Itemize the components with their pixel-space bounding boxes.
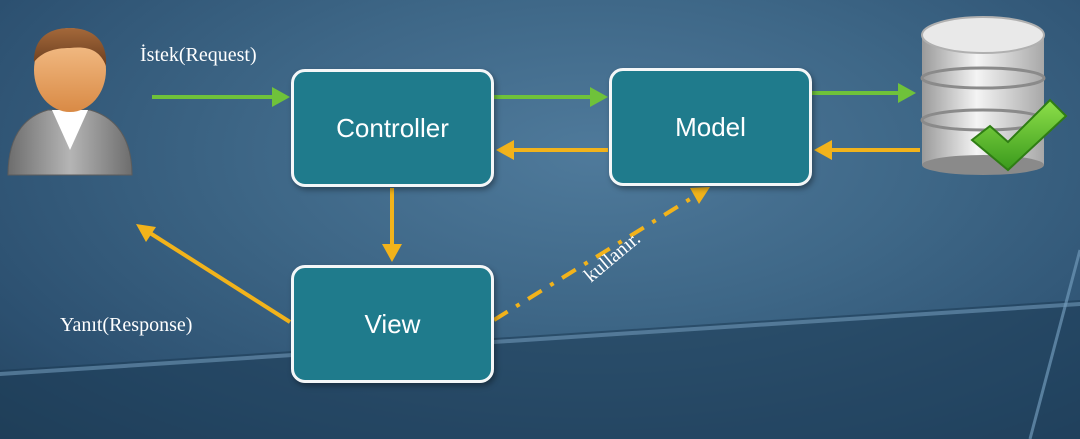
model-label: Model <box>675 111 746 142</box>
response-label: Yanıt(Response) <box>60 314 193 336</box>
background-band <box>0 300 1080 439</box>
view-label: View <box>364 308 421 339</box>
model-box[interactable]: Model <box>609 68 812 186</box>
request-label: İstek(Request) <box>140 44 257 66</box>
forward-arrows <box>152 83 916 107</box>
background-stripe <box>0 302 1080 376</box>
controller-box[interactable]: Controller <box>291 69 494 187</box>
background-edge-line <box>1028 249 1080 439</box>
user-icon <box>7 28 133 176</box>
view-box[interactable]: View <box>291 265 494 383</box>
return-arrows <box>136 140 920 324</box>
controller-label: Controller <box>336 112 449 143</box>
uses-arrow <box>492 187 710 322</box>
checkmark-icon <box>970 98 1068 172</box>
